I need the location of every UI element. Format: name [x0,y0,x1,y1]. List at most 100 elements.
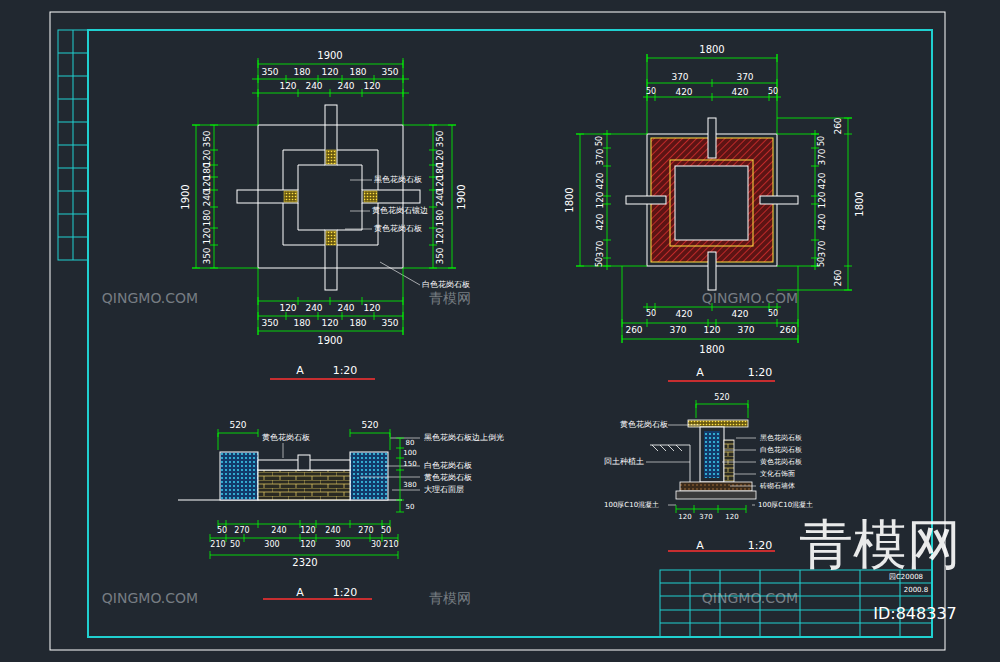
dimension-label: 50 [596,136,604,146]
dimension-label: 420 [675,88,692,97]
view-title: A [296,365,304,376]
dimension-label: 380 [403,482,416,489]
view-title: A [696,540,704,551]
watermark: QINGMO.COM [702,591,798,605]
dimension-label: 240 [337,304,354,313]
dimension-label: 270 [234,527,249,535]
dimension-label: 120 [436,227,445,244]
view-title: A [296,587,304,598]
callout-text: 黑色花岗石板 [374,176,422,184]
callout-text: 黄色花岗石板 [424,474,472,482]
callout-text: 100厚C10混凝土 [758,502,813,509]
callout-text: 白色花岗石板 [760,447,802,454]
dimension-label: 520 [714,394,729,402]
dimension-label: 50 [646,310,656,318]
dimension-label: 350 [203,130,212,147]
dimension-label: 1900 [181,184,191,209]
dimension-label: 240 [436,189,445,206]
dimension-label: 1800 [565,187,575,212]
dimension-label: 50 [406,504,415,511]
watermark: 青模网 [429,591,471,605]
watermark-id: ID:848337 [873,606,957,622]
dimension-label: 2320 [292,558,317,568]
dimension-label: 120 [703,326,720,335]
dimension-label: 1900 [317,51,342,61]
dimension-label: 180 [293,319,310,328]
dimension-label: 350 [436,247,445,264]
dimension-label: 260 [779,326,796,335]
dimension-label: 100 [403,450,416,457]
view-title: 1:20 [748,540,773,551]
dimension-label: 420 [596,213,605,230]
dimension-label: 420 [731,310,748,319]
watermark: QINGMO.COM [702,291,798,305]
dimension-label: 120 [279,82,296,91]
dimension-label: 370 [596,148,605,165]
dimension-label: 260 [625,326,642,335]
dimension-label: 120 [363,304,380,313]
dimension-label: 120 [363,82,380,91]
dimension-label: 50 [818,136,826,146]
dimension-label: 420 [596,172,605,189]
dimension-label: 50 [217,527,227,535]
dimension-label: 260 [834,269,843,286]
callout-text: 白色花岗石板 [422,281,470,289]
dimension-label: 370 [669,326,686,335]
callout-text: 黄色花岗石板 [620,421,668,429]
watermark: 青模网 [429,291,471,305]
dimension-label: 50 [646,88,656,96]
dimension-label: 420 [731,88,748,97]
view-title: 1:20 [333,587,358,598]
dimension-label: 120 [300,541,315,549]
dimension-label: 240 [337,82,354,91]
dimension-label: 120 [678,514,691,521]
callout-text: 黄色花岗石镶边 [372,207,428,215]
dimension-label: 240 [305,82,322,91]
dimension-label: 1800 [699,345,724,355]
dimension-label: 50 [768,310,778,318]
dimension-label: 180 [203,209,212,226]
dimension-label: 350 [381,319,398,328]
callout-text: 黄色花岗石板 [760,459,802,466]
dimension-label: 210 [210,541,225,549]
dimension-label: 50 [230,541,240,549]
dimension-label: 180 [293,68,310,77]
dimension-label: 210 [383,541,398,549]
callout-text: 100厚C10混凝土 [604,502,659,509]
dimension-label: 350 [381,68,398,77]
callout-text: 回土种植土 [604,458,644,466]
callout-text: 黄色花岗石板 [262,434,310,442]
dimension-label: 30 [371,541,381,549]
dimension-label: 1800 [855,191,865,216]
dimension-label: 180 [349,68,366,77]
view-title: A [696,367,704,378]
dimension-label: 240 [325,527,340,535]
watermark: 青模网 [799,518,961,572]
dimension-label: 370 [671,73,688,82]
dimension-label: 520 [229,421,246,430]
dimension-label: 370 [818,240,827,257]
title-block-cell: 2000.8 [904,587,929,594]
dimension-label: 1900 [317,336,342,346]
dimension-label: 50 [381,527,391,535]
callout-text: 白色花岗石板 [424,462,472,470]
dimension-label: 350 [203,247,212,264]
dimension-label: 120 [300,527,315,535]
dimension-label: 350 [436,130,445,147]
dimension-label: 370 [736,73,753,82]
dimension-label: 1800 [699,45,724,55]
view-title: 1:20 [333,365,358,376]
dimension-label: 370 [818,148,827,165]
callout-text: 黑色花岗石板 [760,435,802,442]
dimension-label: 350 [261,319,278,328]
dimension-label: 50 [596,257,604,267]
dimension-label: 50 [818,257,826,267]
dimension-label: 420 [818,172,827,189]
dimension-label: 260 [834,117,843,134]
dimension-label: 300 [335,541,350,549]
dimension-label: 420 [818,213,827,230]
dimension-label: 120 [725,514,738,521]
dimension-label: 120 [279,304,296,313]
dimension-label: 240 [203,189,212,206]
dimension-label: 120 [818,191,827,208]
